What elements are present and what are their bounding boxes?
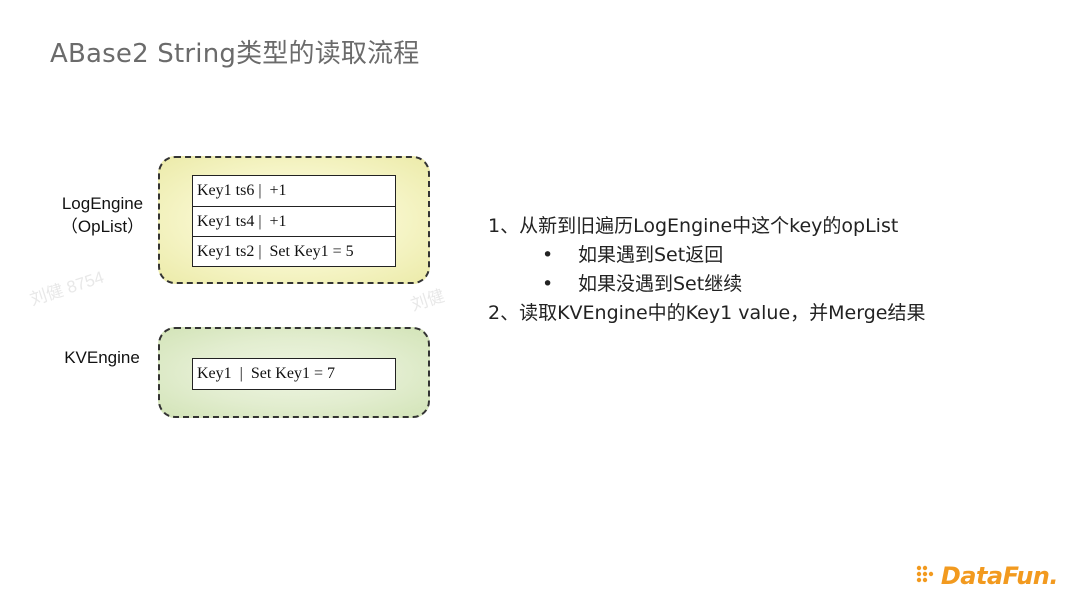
watermark-right: 刘健 [408, 286, 447, 315]
sub-step-2-text: 如果没遇到Set继续 [578, 273, 743, 295]
step-2: 2、读取KVEngine中的Key1 value，并Merge结果 [488, 302, 926, 324]
logengine-label: LogEngine （OpList） [55, 192, 150, 238]
sub-step-1: • 如果遇到Set返回 [488, 241, 925, 270]
bullet: • [542, 273, 554, 295]
steps-list: 1、从新到旧遍历LogEngine中这个key的opList • 如果遇到Set… [488, 212, 925, 328]
logengine-label-line1: LogEngine [61, 194, 144, 213]
step-1: 1、从新到旧遍历LogEngine中这个key的opList [488, 215, 899, 237]
logo-text: DataFun. [940, 562, 1059, 590]
sub-step-2: • 如果没遇到Set继续 [488, 270, 925, 299]
oplist-table: Key1 ts6 | +1 Key1 ts4 | +1 Key1 ts2 | S… [192, 175, 396, 267]
sub-step-1-text: 如果遇到Set返回 [578, 244, 724, 266]
kvengine-label: KVEngine [64, 348, 140, 367]
bullet: • [542, 244, 554, 266]
oplist-row: Key1 ts4 | +1 [193, 206, 395, 236]
watermark-left: 刘健 8754 [27, 267, 107, 310]
datafun-dots-icon [915, 564, 937, 588]
datafun-logo: DataFun. [915, 562, 1059, 590]
oplist-row: Key1 ts6 | +1 [197, 182, 287, 199]
oplist-row: Key1 ts2 | Set Key1 = 5 [193, 236, 395, 266]
logengine-label-line2: （OpList） [60, 217, 145, 236]
kv-table: Key1 | Set Key1 = 7 [192, 358, 396, 390]
page-title: ABase2 String类型的读取流程 [50, 39, 420, 69]
kv-row: Key1 | Set Key1 = 7 [197, 365, 335, 382]
